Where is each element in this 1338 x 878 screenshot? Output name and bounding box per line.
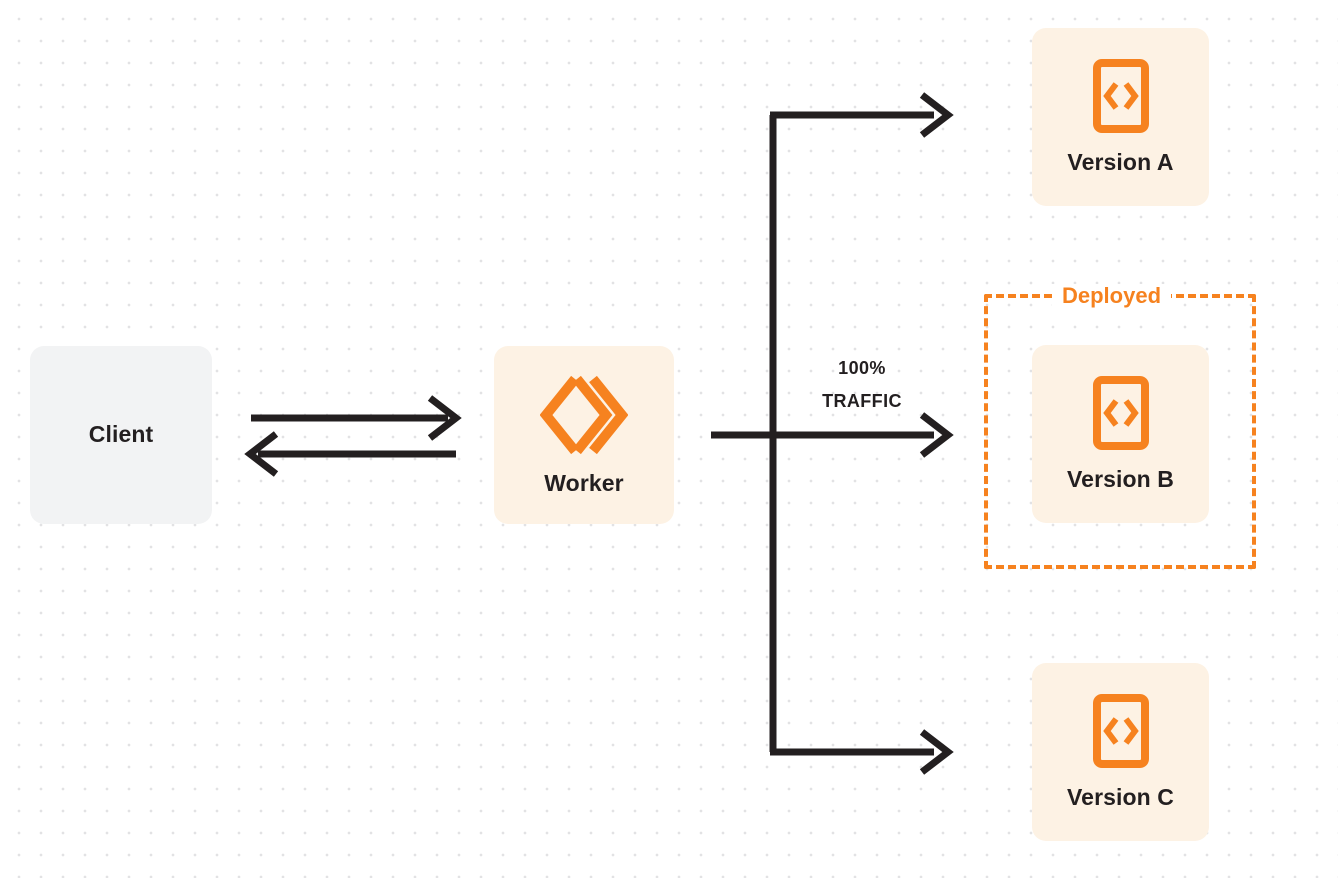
node-client[interactable]: Client — [30, 346, 212, 524]
code-file-icon — [1092, 693, 1150, 769]
code-file-icon — [1092, 58, 1150, 134]
traffic-percent-text: 100% — [838, 358, 886, 378]
node-worker[interactable]: Worker — [494, 346, 674, 524]
connector-worker-to-version-c — [770, 729, 954, 775]
traffic-word-text: TRAFFIC — [822, 391, 902, 411]
node-worker-label: Worker — [544, 470, 624, 497]
deployed-group-label: Deployed — [1052, 284, 1172, 308]
node-version-c[interactable]: Version C — [1032, 663, 1209, 841]
cloudflare-workers-logo-icon — [540, 373, 628, 457]
node-version-c-label: Version C — [1067, 784, 1174, 811]
connector-worker-to-client — [244, 431, 456, 477]
connector-worker-to-version-a — [770, 92, 954, 138]
node-version-a-label: Version A — [1067, 149, 1174, 176]
connector-client-to-worker — [251, 395, 462, 441]
traffic-annotation: 100% TRAFFIC — [782, 352, 942, 418]
node-client-label: Client — [88, 421, 154, 448]
node-version-b-label: Version B — [1067, 466, 1174, 493]
node-version-b[interactable]: Version B — [1032, 345, 1209, 523]
connector-worker-to-version-b — [711, 412, 954, 458]
node-version-a[interactable]: Version A — [1032, 28, 1209, 206]
code-file-icon — [1092, 375, 1150, 451]
